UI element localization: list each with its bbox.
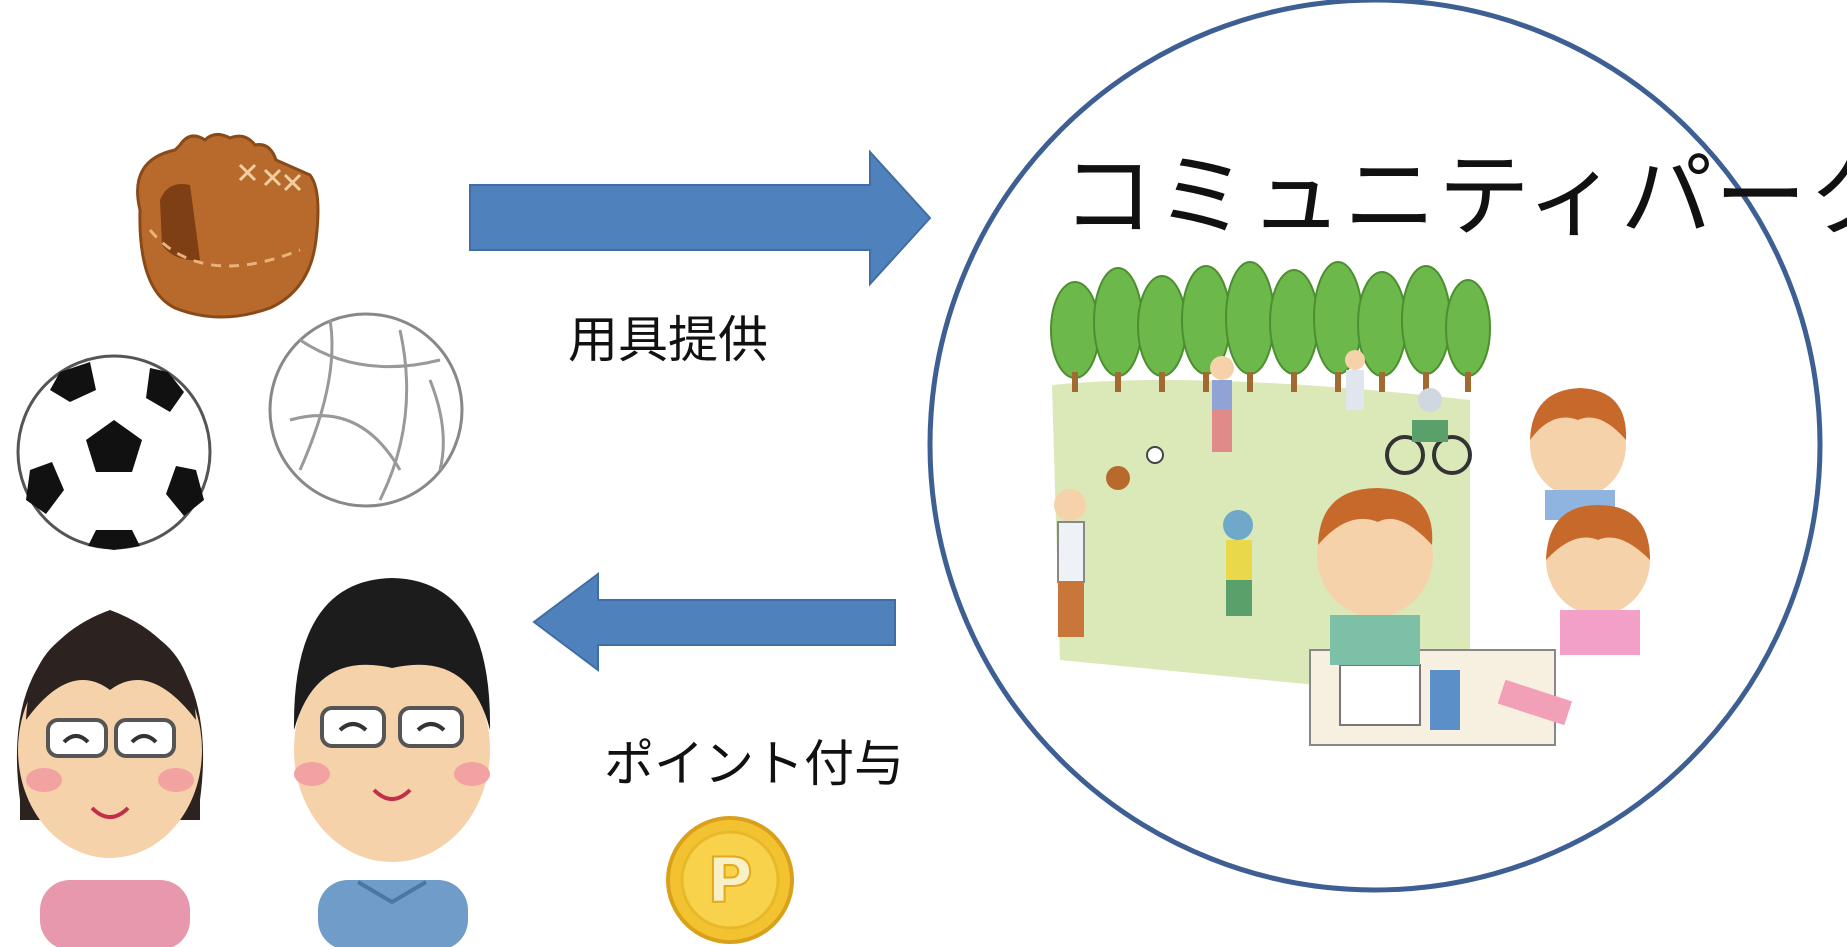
- volleyball-icon: [268, 312, 464, 508]
- tree-row: [1050, 261, 1491, 379]
- woman-icon: [16, 610, 204, 947]
- child-batter-figure: [1210, 356, 1234, 452]
- point-grant-label: ポイント付与: [604, 735, 904, 793]
- child-glove-figure: [1054, 466, 1130, 637]
- equipment-provision-label: 用具提供: [568, 311, 768, 369]
- child-catcher-figure: [1345, 350, 1365, 410]
- points-arrow: [532, 572, 896, 672]
- point-coin-icon: P: [666, 816, 794, 944]
- ball-in-play: [1146, 446, 1164, 464]
- child-cyclist-figure: [1385, 388, 1472, 475]
- studying-children-group: [1309, 388, 1650, 746]
- baseball-glove-icon: [136, 133, 320, 319]
- man-icon: [293, 578, 491, 947]
- provide-arrow: [469, 149, 932, 287]
- child-helmet-figure: [1223, 510, 1253, 616]
- coin-letter: P: [707, 844, 752, 917]
- community-park-title: コミュニティパーク: [1062, 143, 1847, 250]
- soccer-ball-icon: [16, 354, 212, 550]
- park-illustration: [1050, 261, 1650, 746]
